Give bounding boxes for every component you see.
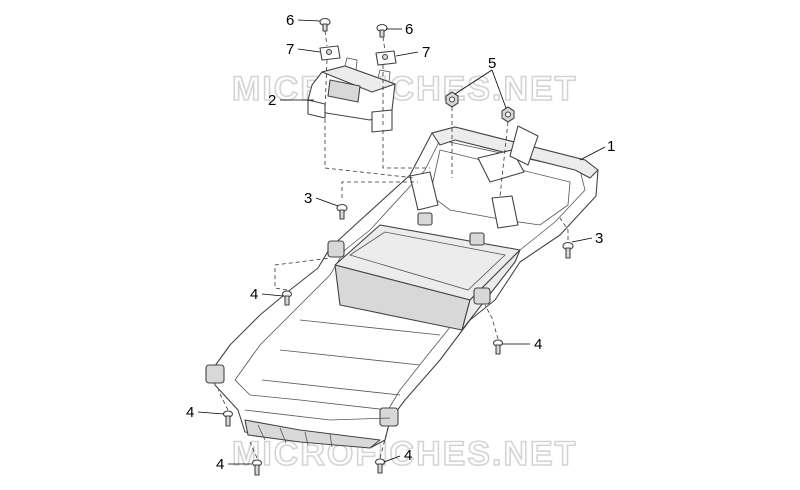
callout-7-left: 7 <box>286 41 294 58</box>
callout-3-left: 3 <box>304 190 312 207</box>
callout-6-right: 6 <box>405 21 413 38</box>
callout-4-a: 4 <box>250 286 258 303</box>
part-screw-6-left <box>319 17 331 32</box>
part-screw-6-right <box>376 23 388 38</box>
part-nut-right <box>501 106 515 123</box>
part-bolt-4-b <box>492 339 504 355</box>
part-bolt-4-a <box>281 290 293 306</box>
callout-2: 2 <box>268 92 276 109</box>
callout-4-c: 4 <box>186 404 194 421</box>
callout-4-e: 4 <box>404 447 412 464</box>
part-bracket <box>307 57 396 133</box>
part-bolt-3-left <box>336 203 348 220</box>
part-undertray <box>205 125 599 449</box>
callout-7-right: 7 <box>422 44 430 61</box>
callout-1: 1 <box>607 138 615 155</box>
callout-5: 5 <box>488 55 496 72</box>
part-clip-left <box>319 45 341 61</box>
leader-lines <box>197 19 606 465</box>
callout-4-b: 4 <box>534 336 542 353</box>
part-bolt-4-c <box>222 410 234 427</box>
watermark-top: MICROFICHES.NET <box>232 70 577 108</box>
part-bolt-4-d <box>251 459 263 476</box>
part-bolt-3-right <box>562 241 574 259</box>
callout-6-left: 6 <box>286 12 294 29</box>
part-clip-right <box>375 50 397 66</box>
assembly-lines <box>217 30 569 459</box>
callout-4-d: 4 <box>216 456 224 473</box>
part-nut-left <box>445 91 459 108</box>
callout-3-right: 3 <box>595 230 603 247</box>
callouts: 6 6 7 7 5 2 1 3 3 4 4 4 4 4 <box>186 12 615 473</box>
part-bolt-4-e <box>374 458 386 474</box>
